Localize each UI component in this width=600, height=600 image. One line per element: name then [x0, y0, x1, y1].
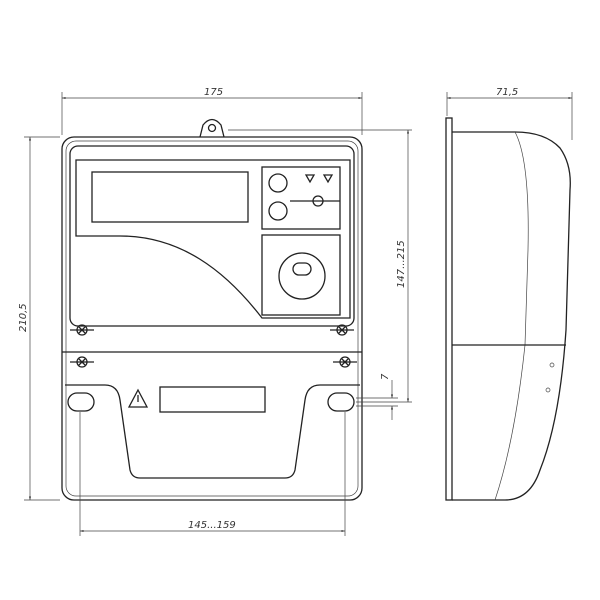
- side-view: [445, 117, 571, 501]
- button-lower: [268, 201, 288, 221]
- side-body: [452, 131, 571, 501]
- button-upper: [268, 173, 288, 193]
- dim-height: 210,5: [18, 303, 29, 332]
- mount-slot-left: [67, 392, 95, 412]
- optical-port: [278, 252, 326, 300]
- terminal-cover: [65, 384, 360, 479]
- mounting-plate: [445, 117, 453, 501]
- face-panel: [75, 159, 351, 319]
- optical-port-area: [261, 234, 341, 316]
- dim-depth: 71,5: [496, 87, 518, 98]
- screws: [70, 324, 357, 368]
- dim-slot: 7: [380, 373, 391, 380]
- dim-mount-width: 145...159: [188, 520, 236, 531]
- front-view: [61, 118, 363, 501]
- warning-icon: [127, 388, 149, 408]
- indicator-triangles: [304, 174, 334, 184]
- label-plate: [159, 386, 266, 413]
- mount-slot-right: [327, 392, 355, 412]
- hanging-hook: [199, 118, 225, 138]
- lcd-display: [91, 171, 249, 223]
- dim-mount-height: 147...215: [396, 240, 407, 288]
- upper-cover: [69, 145, 355, 327]
- meter-body: [61, 136, 363, 501]
- dim-width: 175: [204, 87, 223, 98]
- button-area: [261, 166, 341, 230]
- hook-hole: [207, 123, 217, 133]
- dimensions: 175 71,5 210,5 147...215 7 145...159: [18, 87, 573, 536]
